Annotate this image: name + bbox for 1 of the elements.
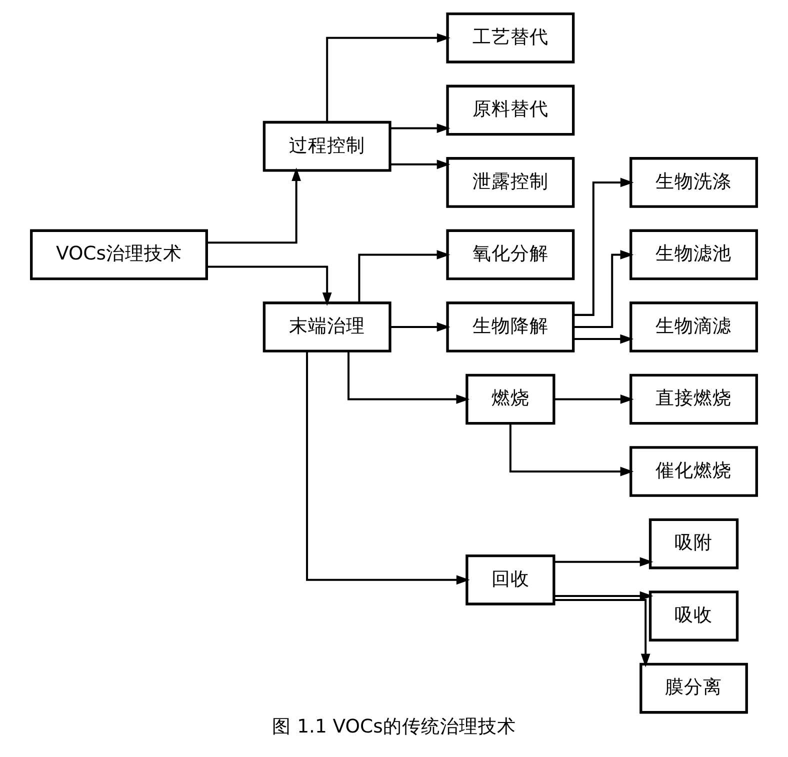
caption: 图 1.1 VOCs的传统治理技术	[272, 716, 516, 738]
